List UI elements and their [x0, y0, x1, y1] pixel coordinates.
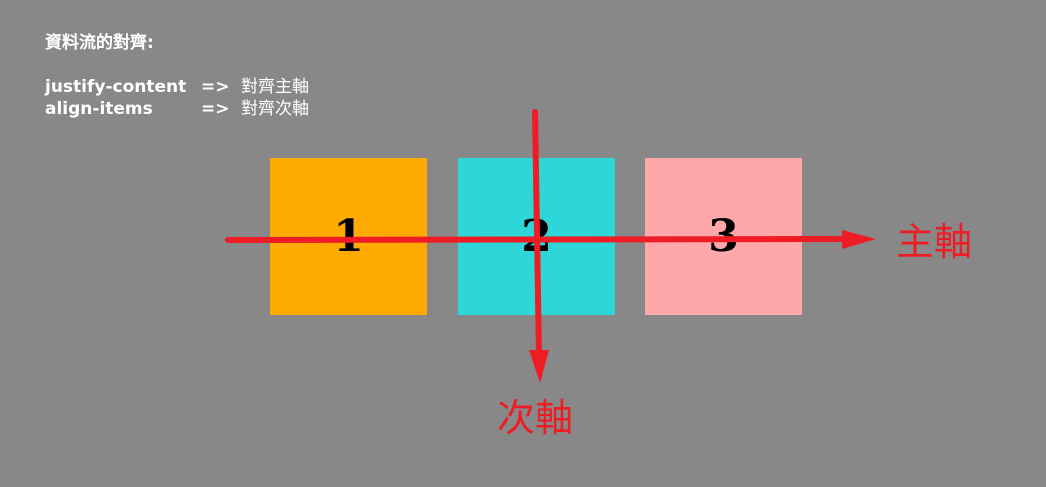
notes-row-align-items: align-items => 對齊次軸 [45, 98, 309, 120]
notes-title: 資料流的對齊: [45, 33, 154, 53]
notes-arrow: => [201, 77, 230, 97]
notes-desc: 對齊次軸 [241, 99, 309, 119]
notes-key: justify-content [45, 77, 187, 97]
notes-key: align-items [45, 99, 153, 119]
cross-axis-arrowhead [529, 350, 549, 383]
flex-item-1-label: 1 [333, 211, 364, 262]
notes-arrow: => [201, 99, 230, 119]
cross-axis-line [532, 109, 542, 359]
cross-axis-arrow [529, 109, 549, 383]
notes-desc: 對齊主軸 [241, 77, 309, 97]
main-axis-arrowhead [842, 230, 876, 249]
main-axis-label: 主軸 [896, 220, 973, 264]
cross-axis-label: 次軸 [497, 396, 574, 440]
notes-panel: 資料流的對齊: justify-content => 對齊主軸 align-item… [45, 32, 309, 120]
flex-item-1: 1 [270, 158, 427, 315]
main-axis-arrow [225, 230, 876, 249]
notes-row-justify-content: justify-content => 對齊主軸 [45, 76, 309, 98]
